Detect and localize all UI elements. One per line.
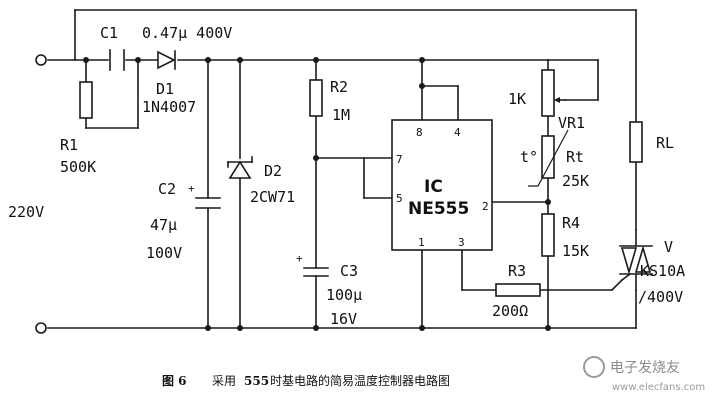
triac-rating-label: /400V (638, 288, 683, 306)
c3-voltage-label: 16V (330, 310, 357, 328)
d1-value-label: 0.47μ 400V (142, 24, 232, 42)
supply-voltage-label: 220V (8, 203, 44, 221)
vr1-value-label: 1K (508, 90, 526, 108)
r1-value-label: 500K (60, 158, 96, 176)
wires (47, 9, 637, 329)
triac-part-label: KS10A (640, 262, 685, 280)
thermistor-rt (528, 129, 569, 187)
watermark-brand: 电子发烧友 (610, 360, 680, 376)
resistor-r3 (495, 283, 541, 297)
ic-pin-8: 8 (416, 126, 423, 139)
caption-fig-number: 图 6 (162, 374, 187, 388)
d2-part-label: 2CW71 (250, 188, 295, 206)
watermark-logo-icon (583, 356, 605, 378)
c1-ref-label: C1 (100, 24, 118, 42)
r4-value-label: 15K (562, 242, 589, 260)
watermark-url: www.elecfans.com (612, 382, 705, 393)
ic-part-label: NE555 (408, 199, 469, 219)
caption-text: 采用 (212, 374, 236, 388)
r2-ref-label: R2 (330, 78, 348, 96)
triac-v (619, 229, 653, 291)
ic-pin-3: 3 (458, 236, 465, 249)
r2-value-label: 1M (332, 106, 350, 124)
diode-d1 (157, 50, 176, 70)
rl-ref-label: RL (656, 134, 674, 152)
ic-pin-5: 5 (396, 192, 403, 205)
r1-ref-label: R1 (60, 136, 78, 154)
watermark: 电子发烧友 www.elecfans.com (583, 356, 705, 393)
junctions (83, 57, 551, 331)
caption-number: 555 (244, 374, 269, 388)
svg-text:+: + (296, 252, 303, 265)
input-terminal-top (35, 54, 47, 66)
triac-ref-label: V (664, 238, 673, 256)
rt-ref-label: Rt (566, 148, 584, 166)
svg-text:+: + (188, 182, 195, 195)
caption-rest: 时基电路的简易温度控制器电路图 (270, 373, 450, 388)
zener-diode-d2 (227, 156, 253, 179)
c3-ref-label: C3 (340, 262, 358, 280)
capacitor-c3: + (296, 252, 329, 277)
resistor-r1 (79, 81, 93, 119)
figure-caption: 图 6 采用 555 时基电路的简易温度控制器电路图 (162, 373, 450, 388)
c2-ref-label: C2 (158, 180, 176, 198)
load-resistor-rl (629, 121, 643, 163)
c2-value-label: 47μ (150, 216, 177, 234)
d1-ref-label: D1 (156, 80, 174, 98)
vr1-ref-label: VR1 (558, 114, 585, 132)
potentiometer-vr1 (541, 69, 566, 117)
ic-name-label: IC (424, 177, 443, 197)
ic-pin-1: 1 (418, 236, 425, 249)
ic-pin-4: 4 (454, 126, 461, 139)
r3-ref-label: R3 (508, 262, 526, 280)
ic-pin-7: 7 (396, 153, 403, 166)
resistor-r2 (309, 79, 323, 117)
rt-temp-label: t° (520, 148, 538, 166)
c3-value-label: 100μ (326, 286, 362, 304)
d2-ref-label: D2 (264, 162, 282, 180)
input-terminal-bottom (35, 322, 47, 334)
d1-part-label: 1N4007 (142, 98, 196, 116)
c2-voltage-label: 100V (146, 244, 182, 262)
r4-ref-label: R4 (562, 214, 580, 232)
resistor-r4 (541, 213, 555, 257)
capacitor-c1 (109, 49, 125, 71)
capacitor-c2: + (188, 182, 221, 209)
rt-value-label: 25K (562, 172, 589, 190)
ic-pin-2: 2 (482, 200, 489, 213)
r3-value-label: 200Ω (492, 302, 528, 320)
ic-ne555-body (391, 119, 493, 251)
